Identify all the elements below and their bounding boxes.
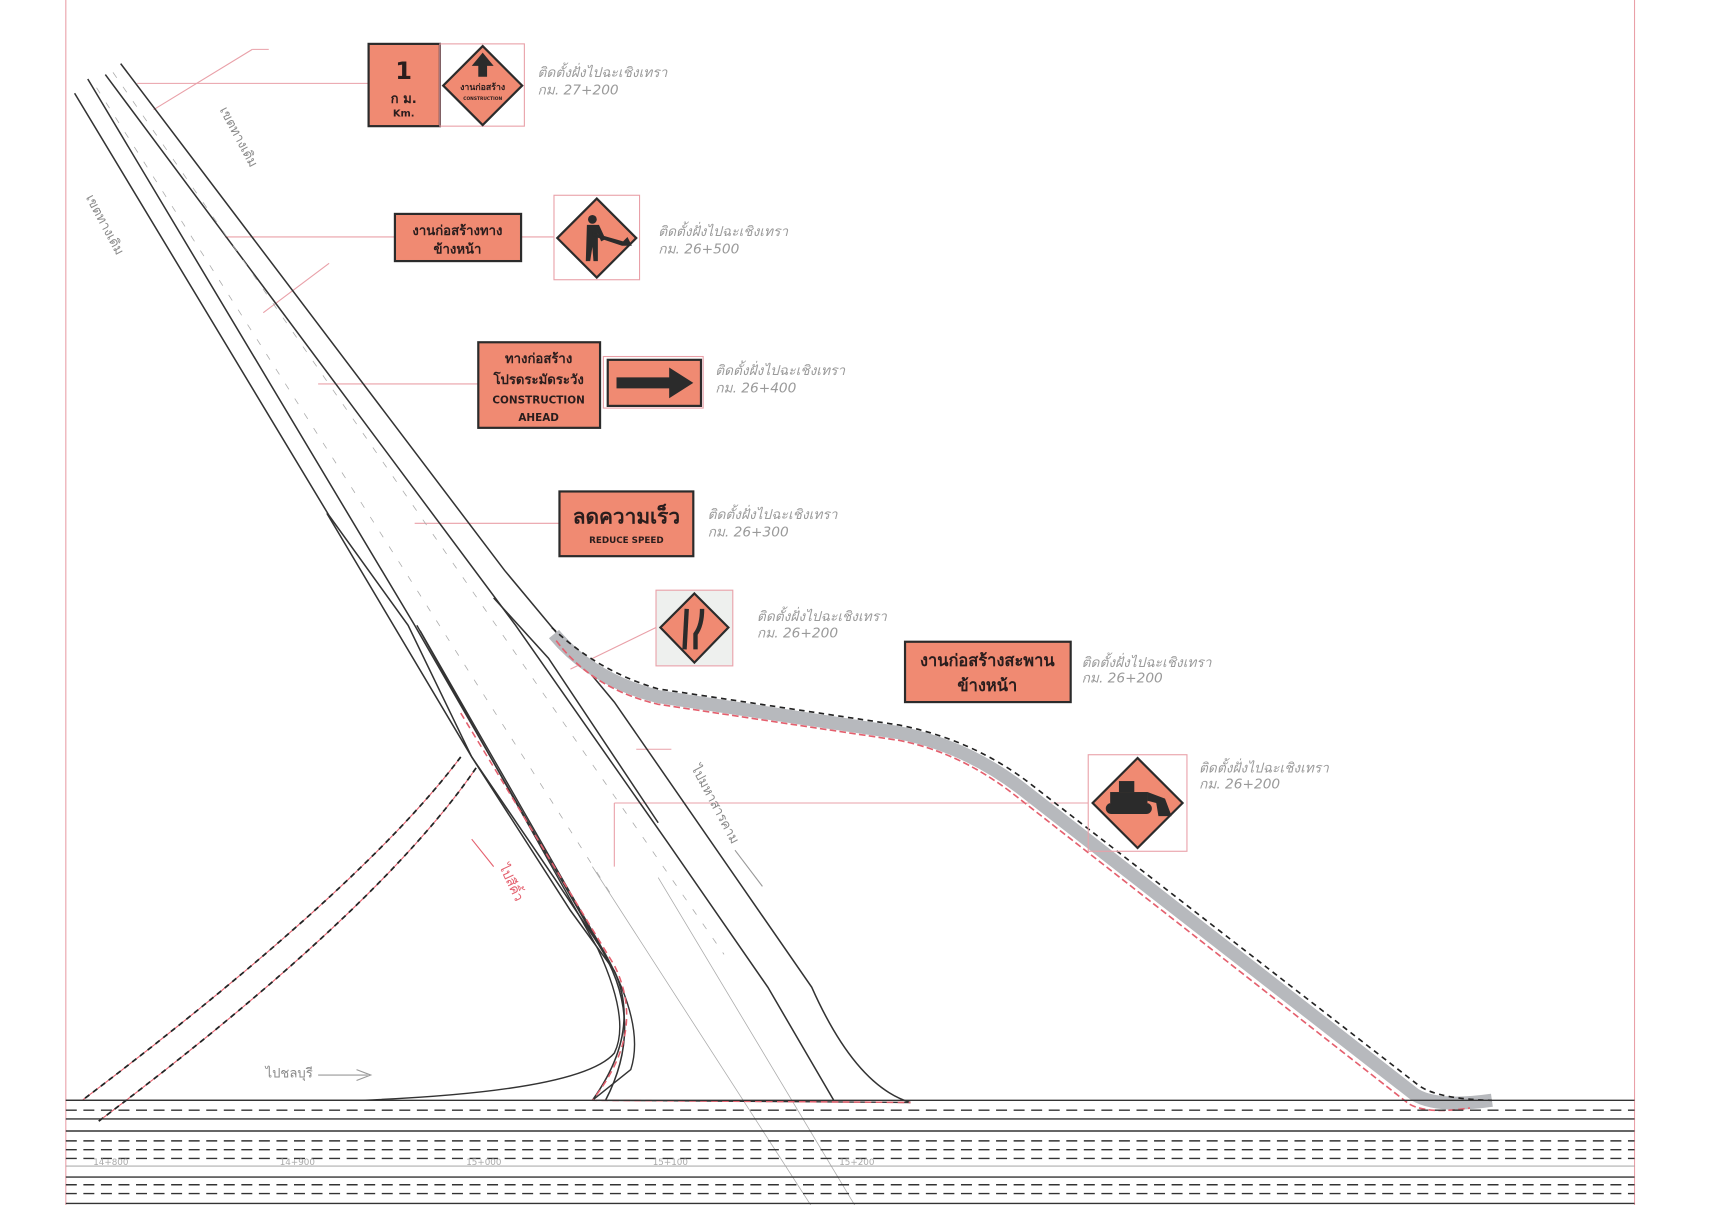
sign-text: CONSTRUCTION (492, 395, 584, 407)
sign-bridge-construction: งานก่อสร้างสะพาน ข้างหน้า ติดตั้งฝั่งไปฉ… (903, 640, 1213, 704)
sign-text: ลดความเร็ว (573, 502, 680, 528)
sign-caption: ติดตั้งฝั่งไปฉะเชิงเทรา (538, 62, 669, 81)
sign-text: Km. (393, 108, 415, 119)
sign-lane-narrows: ติดตั้งฝั่งไปฉะเชิงเทรา กม. 26+200 (655, 589, 888, 667)
sign-caption: ติดตั้งฝั่งไปฉะเชิงเทรา (1199, 757, 1330, 776)
sign-text: 1 (395, 57, 412, 85)
sign-construction-careful: ทางก่อสร้าง โปรดระมัดระวัง CONSTRUCTION … (477, 341, 846, 429)
sign-text: CONSTRUCTION (463, 96, 502, 102)
sign-text: โปรดระมัดระวัง (492, 371, 583, 388)
sign-caption: ติดตั้งฝั่งไปฉะเชิงเทรา (658, 221, 789, 240)
arrow-maha-sarakham (734, 849, 763, 887)
sign-station: กม. 26+500 (658, 241, 739, 257)
main-highway (65, 1099, 1635, 1205)
label-to-maha-sarakham: ไปมหาสารคาม (687, 761, 742, 846)
inner-ramp-edge (460, 712, 911, 1104)
sign-text: งานก่อสร้างทาง (412, 223, 502, 239)
sign-caption: ติดตั้งฝั่งไปฉะเชิงเทรา (715, 360, 846, 379)
arrow-chonburi (318, 1069, 373, 1082)
sign-caption: ติดตั้งฝั่งไปฉะเชิงเทรา (708, 504, 839, 523)
sign-bulldozer: ติดตั้งฝั่งไปฉะเชิงเทรา กม. 26+200 (1087, 754, 1330, 852)
inner-loop-ramp (65, 624, 911, 1104)
bulldozer-icon (1105, 781, 1172, 817)
station-label: 15+000 (466, 1158, 501, 1168)
arrow-right-icon (616, 367, 694, 399)
sign-text: งานก่อสร้าง (460, 82, 505, 93)
sign-caption: ติดตั้งฝั่งไปฉะเชิงเทรา (757, 606, 888, 625)
sign-text: ข้างหน้า (434, 241, 482, 257)
sign-construction-ahead: งานก่อสร้างทาง ข้างหน้า ติดตั้งฝั่งไปฉะเ… (393, 194, 789, 281)
label-old-row-2: เขตทางเดิม (82, 192, 126, 258)
sign-station: กม. 26+400 (715, 381, 796, 397)
sign-station: กม. 26+200 (1082, 670, 1163, 686)
label-to-chonburi: ไปชลบุรี (264, 1065, 312, 1081)
sign-station: กม. 27+200 (538, 82, 619, 98)
leader-lines (137, 48, 1089, 867)
arrow-up-icon (471, 52, 494, 77)
label-old-row-1: เขตทางเดิม (216, 105, 260, 171)
sign-text: ทางก่อสร้าง (505, 351, 572, 367)
right-ramp (548, 626, 1493, 1112)
lane-narrows-icon (682, 608, 705, 650)
sign-text: REDUCE SPEED (589, 536, 664, 546)
diagonal-road (73, 63, 911, 1104)
arrow-sikhio (471, 838, 495, 867)
label-to-sikhio: ไปสีคิ้ว (495, 860, 528, 904)
station-label: 15+200 (839, 1158, 874, 1168)
sign-text: AHEAD (518, 412, 559, 424)
sign-reduce-speed: ลดความเร็ว REDUCE SPEED ติดตั้งฝั่งไปฉะเ… (558, 490, 839, 558)
sign-station: กม. 26+200 (1199, 777, 1280, 793)
sign-station: กม. 26+200 (757, 625, 838, 641)
worker-icon (585, 215, 632, 262)
sign-text: งานก่อสร้างสะพาน (920, 651, 1055, 670)
sign-caption: ติดตั้งฝั่งไปฉะเชิงเทรา (1082, 652, 1213, 671)
sign-1km-construction: 1 ก ม. Km. งานก่อสร้าง CONSTRUCTION ติดต… (367, 42, 669, 128)
station-label: 14+800 (93, 1158, 128, 1168)
sign-text: ก ม. (391, 92, 417, 107)
sign-station: กม. 26+300 (708, 524, 789, 540)
sign-text: ข้างหน้า (957, 676, 1017, 695)
left-ramp (81, 756, 477, 1122)
station-label: 14+900 (280, 1158, 315, 1168)
station-labels: 14+800 14+900 15+000 15+100 15+200 (93, 1158, 874, 1168)
station-label: 15+100 (653, 1158, 688, 1168)
